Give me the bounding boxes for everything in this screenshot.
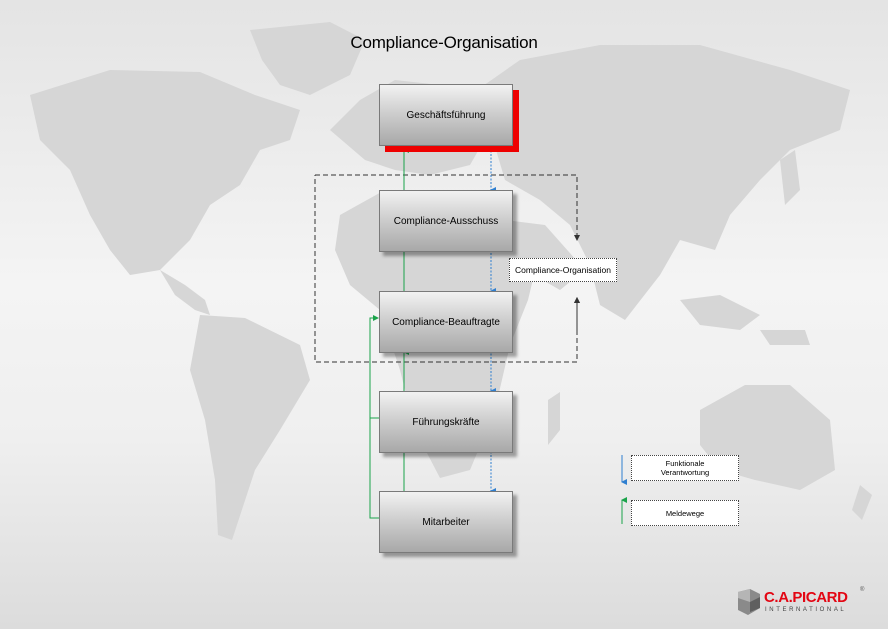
compliance-group-frame xyxy=(315,174,580,241)
legend-reporting: Meldewege xyxy=(631,500,739,526)
box-fuehrungskraefte: Führungskräfte xyxy=(379,391,513,453)
box-fuehrungskraefte-label: Führungskräfte xyxy=(412,416,480,428)
box-compliance-ausschuss: Compliance-Ausschuss xyxy=(379,190,513,252)
legend-functional: Funktionale Verantwortung xyxy=(631,455,739,481)
box-geschaeftsfuehrung: Geschäftsführung xyxy=(379,84,513,146)
legend-functional-label: Funktionale Verantwortung xyxy=(660,459,710,477)
legend-reporting-label: Meldewege xyxy=(665,508,705,518)
box-compliance-beauftragte: Compliance-Beauftragte xyxy=(379,291,513,353)
box-compliance-ausschuss-label: Compliance-Ausschuss xyxy=(393,215,499,227)
reporting-bypass-line-2 xyxy=(369,418,380,519)
logo-mark-icon xyxy=(738,589,760,615)
logo-brand-text: C.A.PICARD xyxy=(764,589,848,606)
company-logo: C.A.PICARD ® INTERNATIONAL xyxy=(736,587,866,618)
box-geschaeftsfuehrung-label: Geschäftsführung xyxy=(406,109,486,121)
logo-subtitle: INTERNATIONAL xyxy=(765,607,847,613)
compliance-organisation-label: Compliance-Organisation xyxy=(509,258,617,282)
reporting-bypass-line xyxy=(369,315,380,419)
logo-registered-mark: ® xyxy=(860,587,865,593)
box-compliance-beauftragte-label: Compliance-Beauftragte xyxy=(392,316,500,328)
box-mitarbeiter-label: Mitarbeiter xyxy=(422,516,470,528)
page-title: Compliance-Organisation xyxy=(350,33,538,52)
box-mitarbeiter: Mitarbeiter xyxy=(379,491,513,553)
